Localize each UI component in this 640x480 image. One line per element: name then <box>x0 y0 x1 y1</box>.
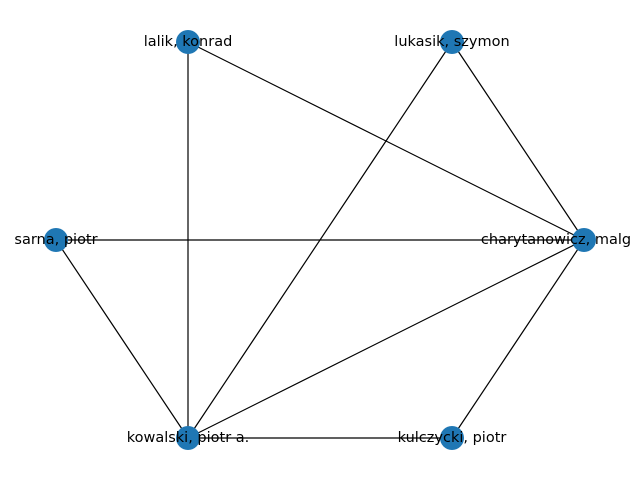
edge-sarna-kowalski <box>55 239 189 439</box>
edge-layer <box>55 41 585 439</box>
node-label: sarna, piotr <box>14 232 97 248</box>
node-label: lukasik, szymon <box>394 34 509 50</box>
edge-charytanowicz-kulczycki <box>451 239 585 439</box>
node-label: kulczycki, piotr <box>398 430 507 446</box>
edge-lukasik-charytanowicz <box>451 41 585 241</box>
node-marker <box>44 228 68 252</box>
node-marker <box>440 30 464 54</box>
node-label: lalik, konrad <box>144 34 233 50</box>
edge-charytanowicz-kowalski <box>187 239 585 439</box>
node-kulczycki: kulczycki, piotr <box>398 426 507 450</box>
node-marker <box>176 426 200 450</box>
node-sarna: sarna, piotr <box>14 228 98 252</box>
node-layer: lalik, konrad lukasik, szymon sarna, pio… <box>14 30 631 450</box>
node-marker <box>440 426 464 450</box>
node-lukasik: lukasik, szymon <box>394 30 510 54</box>
node-marker <box>572 228 596 252</box>
node-lalik: lalik, konrad <box>144 30 233 54</box>
node-marker <box>176 30 200 54</box>
node-label: charytanowicz, malg <box>481 232 631 248</box>
node-label: kowalski, piotr a. <box>127 430 250 446</box>
node-kowalski: kowalski, piotr a. <box>127 426 250 450</box>
node-charytanowicz: charytanowicz, malg <box>481 228 631 252</box>
